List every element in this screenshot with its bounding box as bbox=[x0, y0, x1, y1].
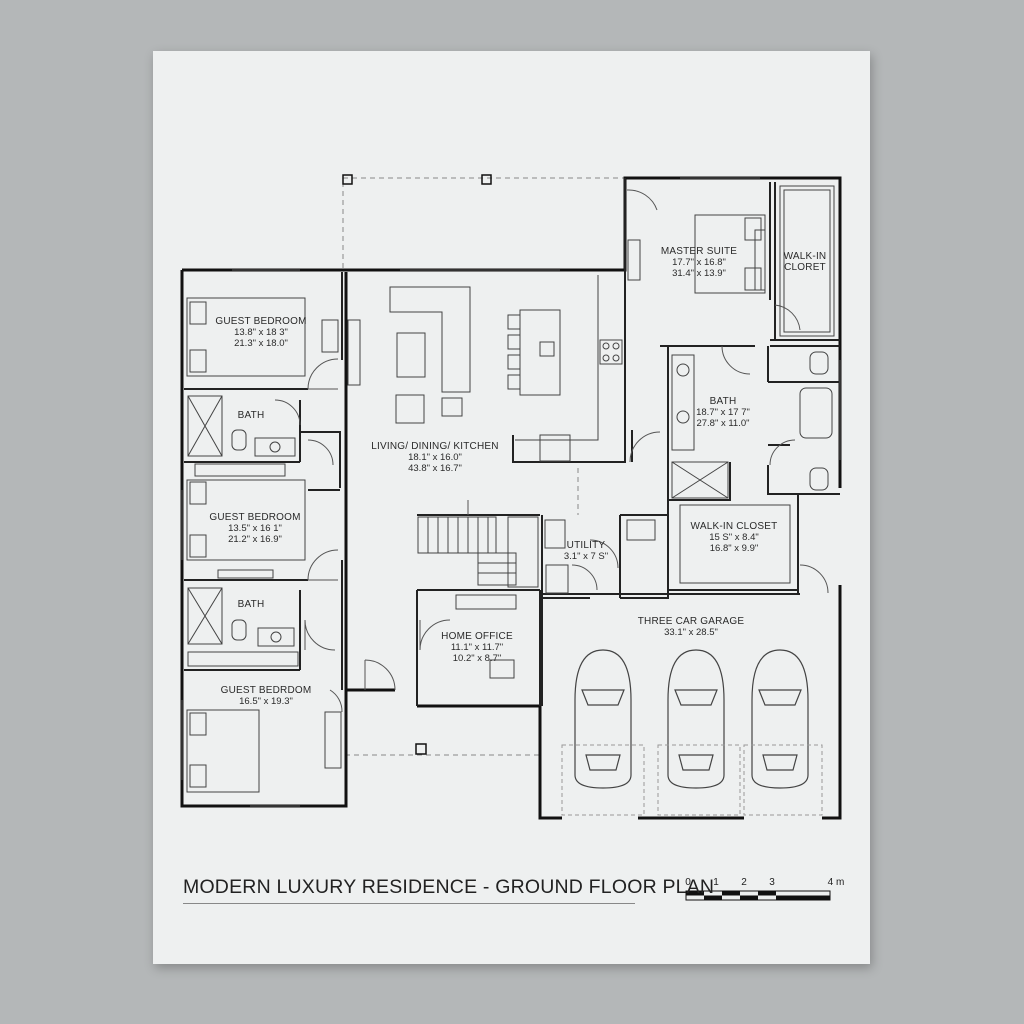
drawing-sheet bbox=[153, 51, 870, 964]
room-label-bath-2: BATH bbox=[237, 599, 265, 610]
scale-tick-4: 4 m bbox=[827, 877, 845, 888]
bath-fixtures bbox=[187, 185, 835, 667]
room-label-living: LIVING/ DINING/ KITCHEN 18.1" x 16.0" 43… bbox=[371, 441, 499, 474]
room-label-walk-in-closet: WALK-IN CLOSET 15 S" x 8.4" 16.8" x 9.9" bbox=[690, 521, 778, 554]
room-label-master-suite: MASTER SUITE 17.7" x 16.8" 31.4" x 13.9" bbox=[660, 246, 738, 279]
room-label-bath-1: BATH bbox=[237, 410, 265, 421]
scale-tick-3: 3 bbox=[769, 877, 775, 888]
room-label-walk-in-closet-top: WALK-IN CLORET bbox=[783, 251, 827, 273]
room-label-home-office: HOME OFFICE 11.1" x 11.7" 10.2" x 8.7" bbox=[441, 631, 513, 664]
windows bbox=[181, 177, 841, 807]
room-label-utility: UTILITY 3.1" x 7 S" bbox=[563, 540, 609, 562]
living-furniture bbox=[347, 239, 641, 462]
scale-tick-1: 1 bbox=[713, 877, 719, 888]
office-furniture bbox=[455, 519, 656, 679]
garage-cars bbox=[574, 649, 809, 789]
interior-walls bbox=[184, 178, 840, 706]
room-label-guest-bedroom-3: GUEST BEDRDOM 16.5" x 19.3" bbox=[220, 685, 312, 707]
scale-bar bbox=[685, 890, 831, 901]
garage-bays bbox=[561, 744, 823, 816]
room-label-guest-bedroom-2: GUEST BEDROOM 13.5" x 16 1" 21.2" x 16.9… bbox=[209, 512, 301, 545]
room-label-guest-bedroom-1: GUEST BEDROOM 13.8" x 18 3" 21.3" x 18.0… bbox=[215, 316, 307, 349]
door-swings bbox=[274, 189, 829, 713]
scale-tick-2: 2 bbox=[741, 877, 747, 888]
exterior-walls bbox=[180, 176, 842, 820]
room-label-garage: THREE CAR GARAGE 33.1" x 28.5" bbox=[637, 616, 745, 638]
column-markers bbox=[342, 174, 492, 755]
room-label-master-bath: BATH 18.7" x 17 7" 27.8" x 11.0" bbox=[696, 396, 750, 429]
stairs bbox=[417, 516, 539, 588]
scale-tick-0: 0 bbox=[685, 877, 691, 888]
plan-title: MODERN LUXURY RESIDENCE - GROUND FLOOR P… bbox=[183, 876, 714, 904]
